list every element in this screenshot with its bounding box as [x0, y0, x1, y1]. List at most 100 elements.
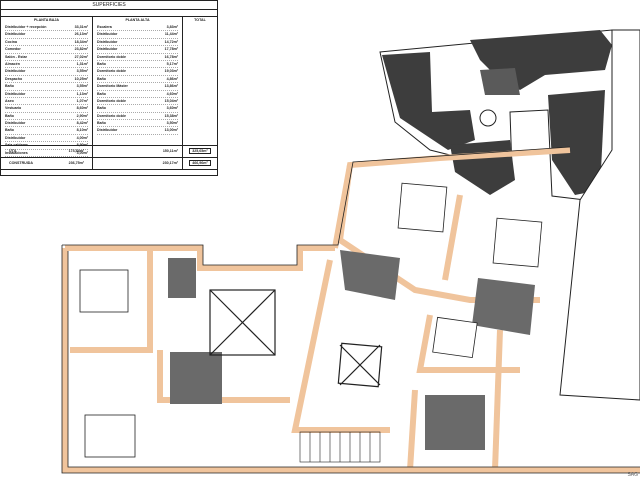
room-area: 10,25m²: [74, 76, 88, 81]
room-name: Comedor: [5, 47, 21, 52]
room-name: Vestuario: [5, 106, 22, 111]
stairs: [299, 431, 381, 463]
room-area: 1,07m²: [76, 98, 88, 103]
total-label: CONSTRUIDA: [9, 161, 33, 165]
room-name: Distribuidor: [97, 47, 118, 52]
total-baja: 236,75m²: [68, 161, 84, 165]
room-name: Dormitorio doble: [97, 98, 126, 103]
room-name: Instalaciones: [5, 150, 28, 155]
table-row: Baño 3,60m²: [97, 105, 178, 113]
table-row: Baño 5,17m²: [97, 61, 178, 69]
bathroom-tiles: [168, 250, 535, 450]
total-value: 325,65m²: [189, 148, 211, 154]
room-area: 3,55m²: [76, 84, 88, 89]
room-area: 18,34m²: [74, 39, 88, 44]
bed-icon: [397, 182, 448, 233]
table-row: Dormitorio doble 15,04m²: [97, 98, 178, 106]
room-name: Distribuidor: [5, 69, 26, 74]
room-name: Baño: [97, 76, 106, 81]
room-area: 3,00m²: [76, 150, 88, 155]
room-area: 23,82m²: [74, 47, 88, 52]
room-name: Salón - Estar: [5, 54, 27, 59]
room-name: Distribuidor: [5, 135, 26, 140]
room-area: 13,00m²: [164, 128, 178, 133]
room-name: Baño: [5, 128, 14, 133]
walls: [62, 147, 640, 473]
room-name: Sala calderas: [5, 143, 28, 148]
room-name: Distribuidor: [5, 32, 26, 37]
room-name: Baño: [97, 106, 106, 111]
room-area: 8,10m²: [76, 128, 88, 133]
room-name: Baño: [97, 121, 106, 126]
room-name: Distribuidor: [97, 39, 118, 44]
table-row: Distribuidor 11,44m²: [97, 31, 178, 39]
room-area: 19,03m²: [164, 69, 178, 74]
room-area: 33,31m²: [74, 25, 88, 29]
room-area: 15,04m²: [164, 98, 178, 103]
room-name: Dormitorio Máster: [97, 84, 128, 89]
table-row: Instalaciones 3,00m²: [5, 150, 88, 158]
room-area: 1,31m²: [76, 61, 88, 66]
table-row: Comedor 23,82m²: [5, 46, 88, 54]
room-area: 11,44m²: [164, 32, 178, 37]
room-name: Dormitorio doble: [97, 69, 126, 74]
room-area: 8,90m²: [76, 143, 88, 148]
room-area: 27,02m²: [74, 54, 88, 59]
roof-terrace: [379, 29, 640, 201]
room-name: Baño: [97, 61, 106, 66]
bed-icon: [432, 316, 478, 359]
bed-icon: [84, 414, 136, 458]
room-area: 5,17m²: [166, 61, 178, 66]
room-name: Despacho: [5, 76, 23, 81]
table-row: Dormitorio doble 19,03m²: [97, 68, 178, 76]
room-name: Almacén: [5, 61, 20, 66]
room-area: 4,86m²: [166, 76, 178, 81]
surfaces-table: SUPERFICIES PLANTA BAJA Distribuidor + r…: [0, 0, 218, 176]
room-area: 8,42m²: [76, 121, 88, 126]
skylights: [209, 289, 383, 388]
table-title: SUPERFICIES: [1, 1, 217, 10]
room-area: 2,90m²: [76, 113, 88, 118]
room-area: 3,83m²: [166, 25, 178, 29]
room-name: Distribuidor + recepción: [5, 25, 47, 29]
room-name: Baño: [5, 113, 14, 118]
table-row: Distribuidor 3,55m²: [5, 68, 88, 76]
room-name: Baño: [97, 91, 106, 96]
total-label: ÚTIL: [9, 149, 17, 153]
total-value: 466,96m²: [189, 160, 211, 166]
room-area: 3,55m²: [76, 69, 88, 74]
bed-icon: [492, 217, 543, 268]
total-alta: 150,11m²: [93, 146, 183, 157]
roof-tiles-right: [548, 90, 605, 195]
room-name: Dormitorio doble: [97, 113, 126, 118]
table-row: Baño 2,90m²: [5, 113, 88, 121]
room-name: Distribuidor: [97, 32, 118, 37]
table-row: Distribuidor + recepción 33,31m²: [5, 24, 88, 32]
table-row: Salón - Estar 27,02m²: [5, 54, 88, 61]
table-row: Almacén 1,31m²: [5, 61, 88, 69]
room-name: Distribuidor: [5, 121, 26, 126]
room-area: 4,00m²: [76, 135, 88, 140]
room-name: Distribuidor: [5, 91, 26, 96]
total-column: TOTAL: [194, 18, 206, 22]
room-area: 17,78m²: [164, 47, 178, 52]
table-row: Distribuidor 4,00m²: [5, 135, 88, 143]
table-row: Baño 8,10m²: [5, 127, 88, 135]
table-row: Sala calderas 8,90m²: [5, 142, 88, 150]
room-name: Dormitorio doble: [97, 54, 126, 59]
room-area: 3,60m²: [166, 106, 178, 111]
